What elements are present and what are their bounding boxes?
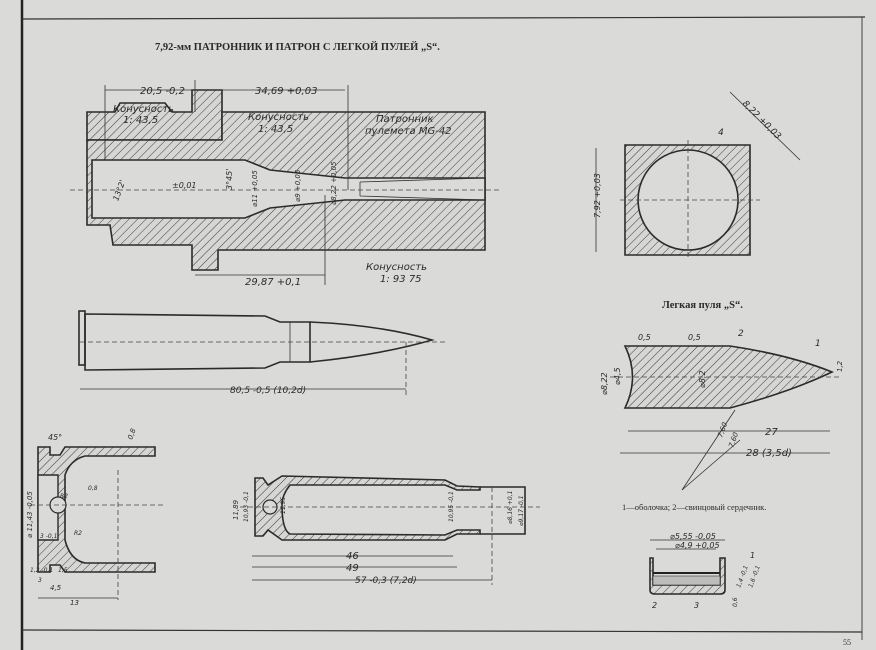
dim-label: ⌀4,9 +0,05 <box>675 541 720 550</box>
dim-label: 45° <box>48 433 62 442</box>
dim-label: 80,5 -0,5 (10,2d) <box>230 386 306 396</box>
cartridge-side-view: 80,5 -0,5 (10,2d) <box>78 310 445 396</box>
taper-label: 1: 43,5 <box>123 115 158 126</box>
dim-label: 49 <box>346 563 359 574</box>
dim-label: 11,89 <box>232 499 240 520</box>
dim-label: 0,5 <box>688 333 701 342</box>
dim-label: ⌀9 +0,05 <box>294 169 302 202</box>
dim-label: 0,5 <box>638 333 651 342</box>
bore-cross-section: 7,92 +0,03 8,22 +0,03 4 <box>593 91 801 260</box>
part-number: 2 <box>738 329 744 339</box>
dim-label: 34,69 +0,03 <box>255 86 317 97</box>
dim-label: R2 <box>74 530 82 537</box>
dim-label: ⌀11 +0,05 <box>251 170 259 207</box>
chamber-label: Патронник <box>376 114 434 125</box>
dim-label: 1,2 -0,1 <box>30 567 53 574</box>
dim-label: ⌀8,22 <box>600 372 609 395</box>
dim-label: 3°45' <box>225 169 234 190</box>
dim-label: 3 -0,1 <box>40 533 57 540</box>
dim-label: 46 <box>346 551 359 562</box>
case-section: 46 49 57 -0,3 (7,2d) 11,89 10,93 -0,1 11… <box>232 475 540 586</box>
dim-label: 4,5 <box>50 584 62 592</box>
dim-label: 0,6 <box>732 597 739 607</box>
dim-label: 8,22 +0,03 <box>740 99 783 142</box>
chamber-section: 20,5 -0,2 34,69 +0,03 29,87 +0,1 13°2' ±… <box>70 80 500 288</box>
part-number: 2 <box>652 601 657 610</box>
dim-label: ±0,01 <box>172 181 197 190</box>
chamber-label: пулемета MG-42 <box>365 126 452 137</box>
dim-label: 1,6 -0,1 <box>747 565 761 589</box>
dim-label: ⌀4,5 <box>613 367 622 385</box>
part-number: 1 <box>750 551 755 560</box>
case-base-detail: 45° 0,8 ⌀ 11,43 -0,05 0,8 R2 3 -0,1 R2 1… <box>26 427 165 607</box>
dim-label: 7,92 +0,03 <box>593 173 602 218</box>
dim-label: 0,8 <box>126 427 138 441</box>
dim-label: 29,87 +0,1 <box>245 277 301 288</box>
dim-label: 28 (3,5d) <box>746 448 792 459</box>
dim-label: 57 -0,3 (7,2d) <box>355 576 417 586</box>
dim-label: 7,60 <box>727 431 740 449</box>
dim-label: ⌀9,17 -0,1 <box>518 495 525 526</box>
dim-label: 4 <box>718 128 724 138</box>
dim-label: 13 <box>70 599 79 607</box>
part-number: 1 <box>815 339 821 349</box>
dim-label: 10,93 -0,1 <box>243 491 250 522</box>
dim-label: ⌀8,16 +0,1 <box>507 491 514 524</box>
dim-label: ⌀5,55 -0,05 <box>670 532 716 541</box>
page-number: 55 <box>843 638 851 647</box>
taper-label: 1: 43,5 <box>258 124 293 135</box>
page-frame <box>20 0 866 650</box>
part-number: 3 <box>694 601 699 610</box>
page-title: 7,92-мм ПАТРОННИК И ПАТРОН С ЛЕГКОЙ ПУЛЕ… <box>155 41 440 53</box>
primer-section: ⌀5,55 -0,05 ⌀4,9 +0,05 1 2 3 1,4 -0,1 1,… <box>649 532 762 610</box>
dim-label: ⌀8,2 <box>698 370 707 388</box>
taper-label: 1: 93 75 <box>380 274 422 285</box>
dim-label: 10,95 -0,1 <box>448 491 455 522</box>
dim-label: R2 <box>60 493 68 500</box>
taper-label: Конусность <box>113 104 174 115</box>
dim-label: ⌀ 11,43 -0,05 <box>26 491 34 538</box>
dim-label: 27 <box>765 427 778 438</box>
bullet-section: Легкая пуля „S“. 27 28 (3,5d) ⌀8,22 ⌀4,5… <box>600 300 844 512</box>
bullet-legend: 1—оболочка; 2—свинцовый сердечник. <box>622 502 766 512</box>
dim-label: 7,60 <box>716 421 729 439</box>
dim-label: 11,95 <box>280 497 287 514</box>
taper-label: Конусность <box>366 262 427 273</box>
dim-label: 3 <box>38 577 42 584</box>
dim-label: 1,5 <box>58 567 68 574</box>
dim-label: 0,8 <box>88 485 98 492</box>
taper-label: Конусность <box>248 112 309 123</box>
dim-label: 1,2 <box>836 360 844 372</box>
dim-label: 20,5 -0,2 <box>140 86 185 97</box>
bullet-title: Легкая пуля „S“. <box>662 300 743 311</box>
dim-label: ⌀8,22 +0,05 <box>330 161 338 205</box>
